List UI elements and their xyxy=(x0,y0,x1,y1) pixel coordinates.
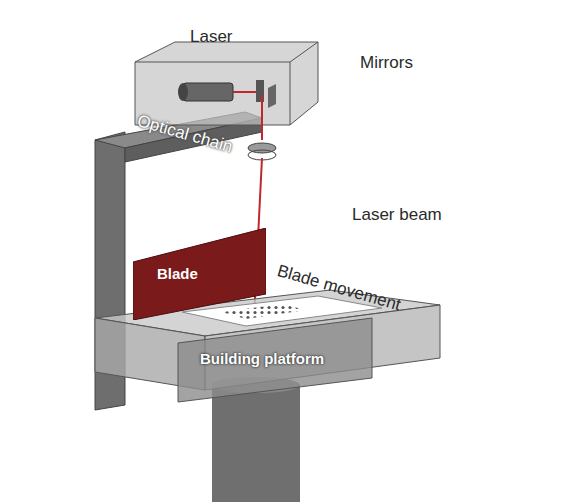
laser-beam-inner xyxy=(233,91,258,93)
laser-beam-inner xyxy=(261,95,263,140)
blade-outline xyxy=(133,228,266,320)
part-label: Laser beam xyxy=(352,206,442,225)
support-column xyxy=(212,385,300,502)
blade-shape xyxy=(133,228,266,320)
building-platform: Building platform xyxy=(182,345,382,375)
laser-source xyxy=(183,83,233,101)
node-label: Blade xyxy=(157,266,198,283)
part-label: Laser xyxy=(190,28,233,47)
laser-source-end xyxy=(178,83,188,101)
printed-part xyxy=(222,304,306,319)
mirror xyxy=(268,84,276,108)
platform-body xyxy=(178,318,372,402)
node-label: Building platform xyxy=(200,351,324,368)
laser-housing xyxy=(135,42,318,125)
recoater-blade: Blade xyxy=(133,228,266,320)
housing-edge xyxy=(290,62,291,125)
part-label: Mirrors xyxy=(360,54,413,73)
